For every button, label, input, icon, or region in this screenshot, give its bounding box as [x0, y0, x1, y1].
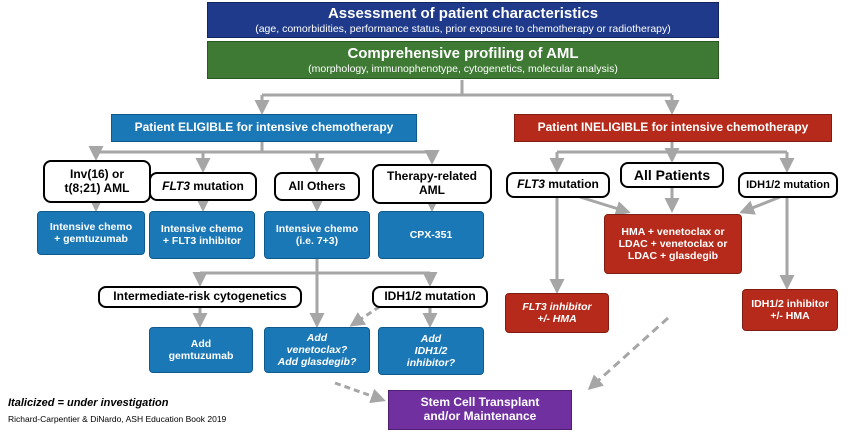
- add-venetoclax-line2: venetoclax?: [286, 343, 348, 356]
- group-idh-mutation: IDH1/2 mutation: [372, 286, 488, 308]
- assessment-title: Assessment of patient characteristics: [327, 5, 599, 23]
- arrow-idh-hma: [739, 195, 781, 215]
- add-idh-inhibitor: Add IDH1/2 inhibitor?: [378, 327, 484, 375]
- legend-note: Italicized = under investigation: [8, 397, 169, 409]
- group-inv16: Inv(16) or t(8;21) AML: [43, 160, 151, 203]
- group-idh-label: IDH1/2 mutation: [384, 289, 476, 304]
- add-gemtuzumab-line1: Add: [190, 337, 212, 350]
- inel-group-flt3-gene: FLT3: [517, 177, 545, 192]
- citation: Richard-Carpentier & DiNardo, ASH Educat…: [8, 414, 227, 424]
- treatment-idhinh-line1: IDH1/2 inhibitor: [751, 297, 829, 310]
- treatment-cpx351-label: CPX-351: [409, 228, 453, 241]
- treatment-flt3-inhibitor: Intensive chemo + FLT3 inhibitor: [149, 211, 255, 259]
- stem-cell-transplant: Stem Cell Transplant and/or Maintenance: [388, 390, 572, 430]
- treatment-gemtuzumab-line2: + gemtuzumab: [54, 233, 128, 245]
- ineligible-header-label: Patient INELIGIBLE for intensive chemoth…: [537, 120, 809, 135]
- group-therapy-line1: Therapy-related: [386, 169, 478, 184]
- eligible-header-label: Patient ELIGIBLE for intensive chemother…: [134, 120, 394, 135]
- arrow-idh-ven-dashed: [349, 299, 389, 327]
- add-idh-line2: IDH1/2: [414, 344, 448, 357]
- treatment-idh-inhibitor-hma: IDH1/2 inhibitor +/- HMA: [742, 289, 838, 331]
- treatment-hma-combos: HMA + venetoclax or LDAC + venetoclax or…: [604, 214, 742, 274]
- treatment-chemo-line1: Intensive chemo: [275, 222, 359, 235]
- treatment-flt3-inhibitor-hma: FLT3 inhibitor +/- HMA: [505, 293, 609, 333]
- treatment-hma-line3: LDAC + glasdegib: [627, 250, 719, 263]
- eligible-header: Patient ELIGIBLE for intensive chemother…: [111, 114, 417, 142]
- treatment-hma-line1: HMA + venetoclax or: [621, 225, 725, 238]
- add-gemtuzumab: Add gemtuzumab: [149, 327, 253, 373]
- inel-group-all-patients: All Patients: [620, 162, 724, 188]
- treatment-chemo-line2: (i.e. 7+3): [295, 235, 339, 247]
- add-idh-line1: Add: [420, 332, 442, 345]
- treatment-flt3-line1: Intensive chemo: [160, 222, 244, 235]
- group-all-others-label: All Others: [288, 178, 346, 193]
- ineligible-header: Patient INELIGIBLE for intensive chemoth…: [514, 114, 832, 142]
- treatment-flt3inh-line2: +/- HMA: [537, 313, 577, 325]
- treatment-cpx351: CPX-351: [378, 211, 484, 259]
- inel-group-flt3-label: FLT3 mutation: [517, 177, 599, 192]
- inel-group-idh: IDH1/2 mutation: [738, 172, 838, 198]
- add-gemtuzumab-line2: gemtuzumab: [168, 350, 234, 362]
- arrow-flt3-hma: [579, 195, 631, 216]
- group-therapy-line2: AML: [419, 183, 445, 197]
- group-intermediate-risk: Intermediate-risk cytogenetics: [98, 286, 302, 308]
- profiling-box: Comprehensive profiling of AML (morpholo…: [207, 41, 719, 79]
- treatment-hma-line2: LDAC + venetoclax or: [618, 237, 728, 250]
- add-idh-line3: inhibitor?: [406, 357, 456, 370]
- group-inv16-line1: Inv(16) or: [69, 166, 124, 181]
- add-venetoclax-line3: Add glasdegib?: [277, 356, 357, 369]
- arrow-to-transplant-right: [587, 316, 670, 391]
- inel-group-flt3: FLT3 mutation: [506, 172, 610, 198]
- inel-group-idh-label: IDH1/2 mutation: [746, 178, 830, 191]
- transplant-line1: Stem Cell Transplant: [420, 395, 540, 410]
- profiling-title: Comprehensive profiling of AML: [347, 45, 579, 63]
- group-flt3-label: FLT3 mutation: [162, 178, 244, 194]
- treatment-intensive-chemo: Intensive chemo (i.e. 7+3): [264, 211, 370, 259]
- assessment-box: Assessment of patient characteristics (a…: [207, 2, 719, 38]
- group-therapy-related: Therapy-related AML: [372, 164, 492, 204]
- assessment-subtitle: (age, comorbidities, performance status,…: [255, 22, 671, 35]
- group-inv16-line2: t(8;21) AML: [64, 180, 130, 195]
- profiling-subtitle: (morphology, immunophenotype, cytogeneti…: [308, 62, 618, 75]
- inel-group-all-label: All Patients: [633, 166, 711, 183]
- group-all-others: All Others: [274, 172, 360, 201]
- treatment-flt3inh-line1: FLT3 inhibitor: [522, 300, 592, 313]
- group-flt3: FLT3 mutation: [149, 172, 257, 201]
- treatment-gemtuzumab-line1: Intensive chemo: [49, 220, 133, 233]
- transplant-line2: and/or Maintenance: [423, 409, 537, 423]
- group-flt3-rest: mutation: [189, 178, 244, 193]
- treatment-gemtuzumab: Intensive chemo + gemtuzumab: [37, 211, 145, 255]
- group-intermediate-label: Intermediate-risk cytogenetics: [113, 289, 287, 304]
- treatment-idhinh-line2: +/- HMA: [770, 310, 810, 322]
- group-flt3-gene: FLT3: [162, 178, 190, 193]
- add-venetoclax-line1: Add: [306, 331, 328, 344]
- treatment-flt3-line2: + FLT3 inhibitor: [162, 235, 242, 247]
- add-venetoclax: Add venetoclax? Add glasdegib?: [264, 327, 370, 373]
- arrow-to-transplant-left: [334, 381, 386, 404]
- inel-group-flt3-rest: mutation: [544, 177, 599, 192]
